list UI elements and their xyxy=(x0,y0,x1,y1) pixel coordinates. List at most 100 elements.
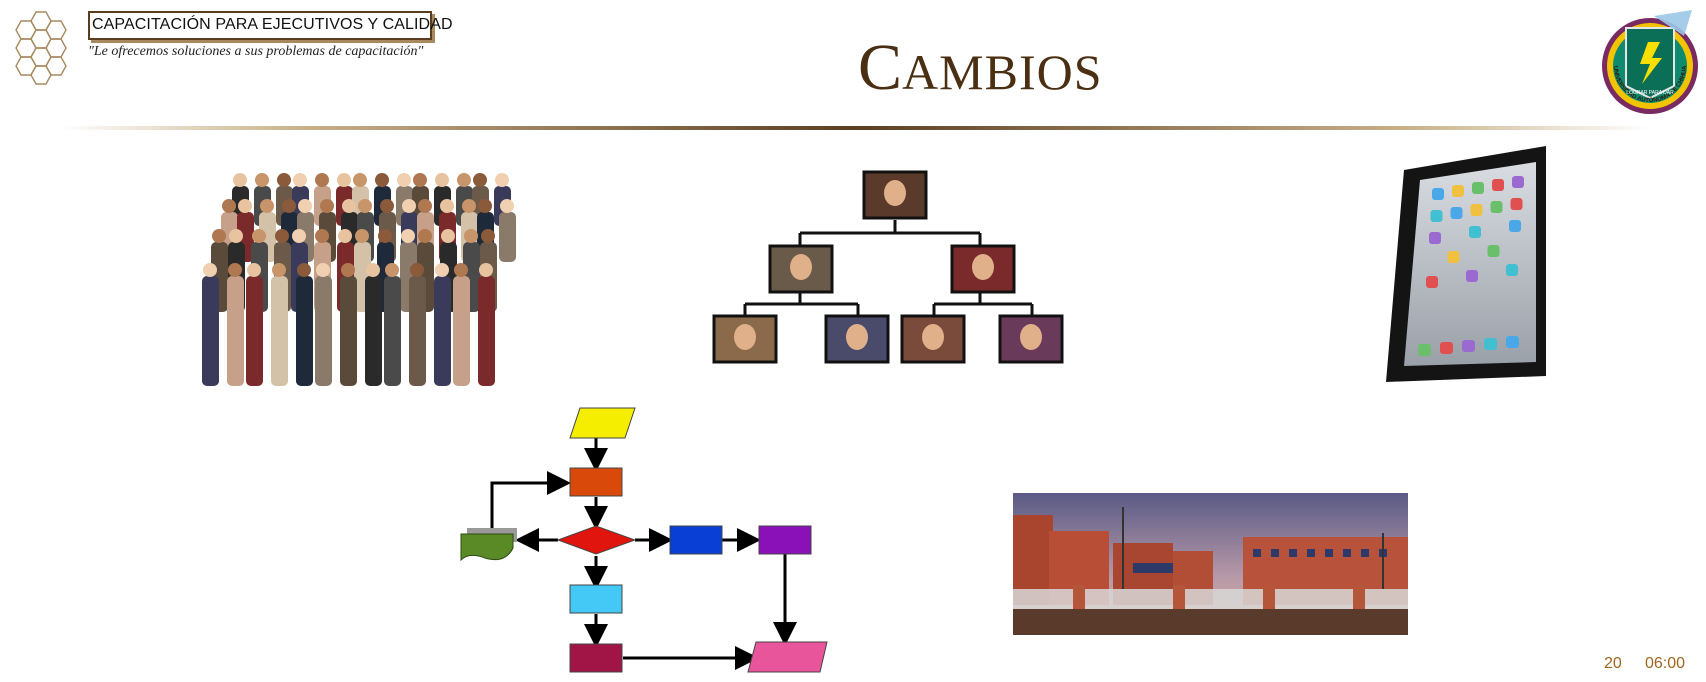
person-head xyxy=(397,173,411,187)
tablet-app-icon xyxy=(1426,276,1438,288)
person-head xyxy=(247,263,261,277)
person-figure xyxy=(434,276,451,386)
university-seal-logo: UNIVERSIDAD AUTÓNOMA DE CHIHUAHUA LOGRAR… xyxy=(1596,6,1698,114)
tablet-app-icon xyxy=(1447,251,1460,263)
slide-title-text: CAMBIOS xyxy=(858,31,1103,104)
person-head xyxy=(337,173,351,187)
flow-end-parallelogram xyxy=(747,641,828,673)
portrait-face xyxy=(846,324,868,350)
tablet-app-icon xyxy=(1470,204,1483,216)
university-building-photo xyxy=(1013,493,1408,635)
tablet-app-icon xyxy=(1512,176,1524,188)
tablet-app-icon xyxy=(1430,210,1443,222)
person-figure xyxy=(478,276,495,386)
person-figure xyxy=(365,276,382,386)
company-name-box xyxy=(88,11,432,40)
flow-start-parallelogram xyxy=(569,407,636,439)
person-head xyxy=(435,263,449,277)
person-head xyxy=(479,263,493,277)
person-head xyxy=(375,173,389,187)
person-head xyxy=(378,229,392,243)
person-figure xyxy=(296,276,313,386)
seal-motto: LOGRAR PARA DAR xyxy=(1626,90,1674,96)
person-head xyxy=(320,199,334,213)
tablet-dock-icon xyxy=(1506,336,1519,348)
person-head xyxy=(385,263,399,277)
person-head xyxy=(316,263,330,277)
person-head xyxy=(297,263,311,277)
person-head xyxy=(222,199,236,213)
person-head xyxy=(401,229,415,243)
company-tagline: "Le ofrecemos soluciones a sus problemas… xyxy=(88,44,424,59)
tablet-app-icon xyxy=(1509,220,1521,232)
person-head xyxy=(435,173,449,187)
tablet-app-icon xyxy=(1466,270,1478,282)
tablet-dock-icon xyxy=(1440,342,1453,354)
person-head xyxy=(341,263,355,277)
person-head xyxy=(358,199,372,213)
tablet-app-icon xyxy=(1472,182,1484,194)
slide-title: CAMBIOS xyxy=(858,30,1103,106)
flow-document-shape xyxy=(460,533,514,562)
person-head xyxy=(229,229,243,243)
person-head xyxy=(315,173,329,187)
flow-decision-diamond xyxy=(556,525,637,555)
person-head xyxy=(495,173,509,187)
tablet-app-icon xyxy=(1487,245,1500,257)
person-figure xyxy=(340,276,357,386)
tablet-app-icon xyxy=(1469,226,1481,238)
person-figure xyxy=(315,276,332,386)
person-head xyxy=(353,173,367,187)
flow-box-purple xyxy=(758,525,812,555)
company-name: CAPACITACIÓN PARA EJECUTIVOS Y CALIDAD xyxy=(92,16,453,33)
tablet-app-icon xyxy=(1506,264,1518,276)
person-head xyxy=(473,173,487,187)
tablet-device-photo xyxy=(1386,146,1546,382)
header-divider xyxy=(60,126,1650,130)
person-figure xyxy=(499,212,516,262)
portrait-face xyxy=(790,254,812,280)
portrait-face xyxy=(922,324,944,350)
flowchart-diagram xyxy=(460,407,828,673)
person-figure xyxy=(384,276,401,386)
person-head xyxy=(478,199,492,213)
tablet-app-icon xyxy=(1510,198,1523,210)
person-head xyxy=(228,263,242,277)
person-head xyxy=(315,229,329,243)
portrait-face xyxy=(972,254,994,280)
person-head xyxy=(402,199,416,213)
person-head xyxy=(275,229,289,243)
flow-process-box xyxy=(569,467,623,497)
slide-time: 06:00 xyxy=(1645,655,1686,672)
person-head xyxy=(441,229,455,243)
portrait-face xyxy=(734,324,756,350)
person-head xyxy=(355,229,369,243)
person-head xyxy=(292,229,306,243)
tablet-app-icon xyxy=(1450,207,1463,219)
person-head xyxy=(282,199,296,213)
honeycomb-logo-icon xyxy=(15,11,67,85)
person-head xyxy=(462,199,476,213)
tablet-app-icon xyxy=(1452,185,1464,197)
tablet-dock-icon xyxy=(1484,338,1497,350)
person-head xyxy=(380,199,394,213)
person-head xyxy=(298,199,312,213)
person-head xyxy=(440,199,454,213)
person-figure xyxy=(202,276,219,386)
tablet-dock-icon xyxy=(1462,340,1475,352)
person-head xyxy=(272,263,286,277)
person-head xyxy=(255,173,269,187)
person-head xyxy=(457,173,471,187)
tablet-app-icon xyxy=(1492,179,1504,191)
org-chart-photo xyxy=(712,170,1064,364)
person-figure xyxy=(453,276,470,386)
portrait-face xyxy=(884,180,906,206)
person-figure xyxy=(271,276,288,386)
person-head xyxy=(233,173,247,187)
portrait-face xyxy=(1020,324,1042,350)
tablet-dock-icon xyxy=(1418,344,1431,356)
person-figure xyxy=(246,276,263,386)
tablet-app-icon xyxy=(1432,188,1444,200)
person-head xyxy=(212,229,226,243)
person-head xyxy=(260,199,274,213)
